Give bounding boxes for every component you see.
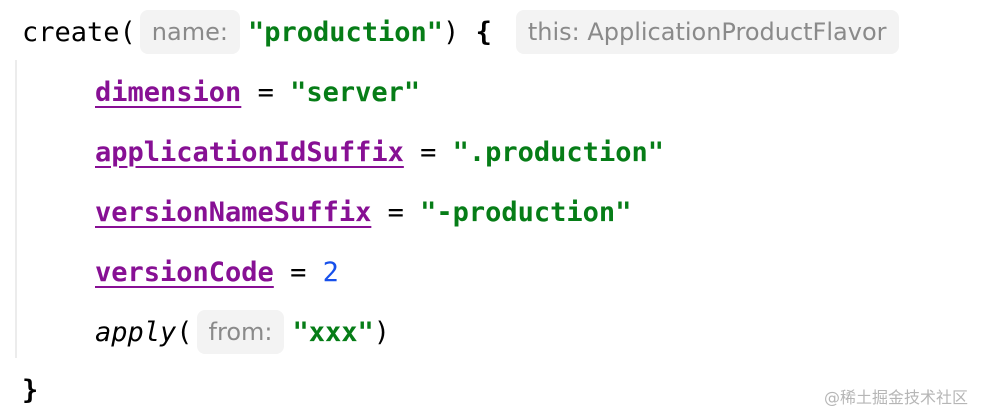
open-brace: {	[475, 16, 492, 48]
property-application-id-suffix[interactable]: applicationIdSuffix	[95, 136, 404, 168]
property-dimension[interactable]: dimension	[95, 76, 242, 108]
string-literal-dash-production: "-production"	[420, 196, 632, 228]
param-hint-name: name:	[139, 10, 240, 54]
code-line-3[interactable]: applicationIdSuffix = ".production"	[95, 122, 664, 182]
code-line-7[interactable]: }	[22, 360, 38, 420]
indent-guide	[15, 60, 17, 358]
open-paren: (	[176, 316, 193, 348]
assign-operator: =	[241, 76, 291, 108]
assign-operator: =	[273, 256, 323, 288]
create-call: create(	[22, 16, 136, 48]
receiver-type-hint: this: ApplicationProductFlavor	[515, 10, 899, 54]
code-line-4[interactable]: versionNameSuffix = "-production"	[95, 182, 631, 242]
number-literal: 2	[322, 256, 339, 288]
close-paren: )	[373, 316, 391, 348]
assign-operator: =	[371, 196, 421, 228]
string-literal-dot-production: ".production"	[452, 136, 664, 168]
string-literal-server: "server"	[290, 76, 421, 108]
property-version-name-suffix[interactable]: versionNameSuffix	[95, 196, 372, 228]
property-version-code[interactable]: versionCode	[95, 256, 274, 288]
code-line-2[interactable]: dimension = "server"	[95, 62, 420, 122]
watermark: @稀土掘金技术社区	[823, 388, 968, 407]
code-line-5[interactable]: versionCode = 2	[95, 242, 339, 302]
close-brace: }	[22, 374, 39, 406]
code-line-1[interactable]: create(name:"production") { this: Applica…	[22, 2, 907, 62]
string-literal-production: "production"	[247, 16, 444, 48]
apply-call[interactable]: apply	[95, 316, 177, 348]
assign-operator: =	[403, 136, 453, 168]
string-literal-xxx: "xxx"	[292, 316, 374, 348]
close-paren: )	[443, 16, 460, 48]
code-line-6[interactable]: apply(from:"xxx")	[95, 302, 390, 362]
param-hint-from: from:	[196, 310, 285, 354]
